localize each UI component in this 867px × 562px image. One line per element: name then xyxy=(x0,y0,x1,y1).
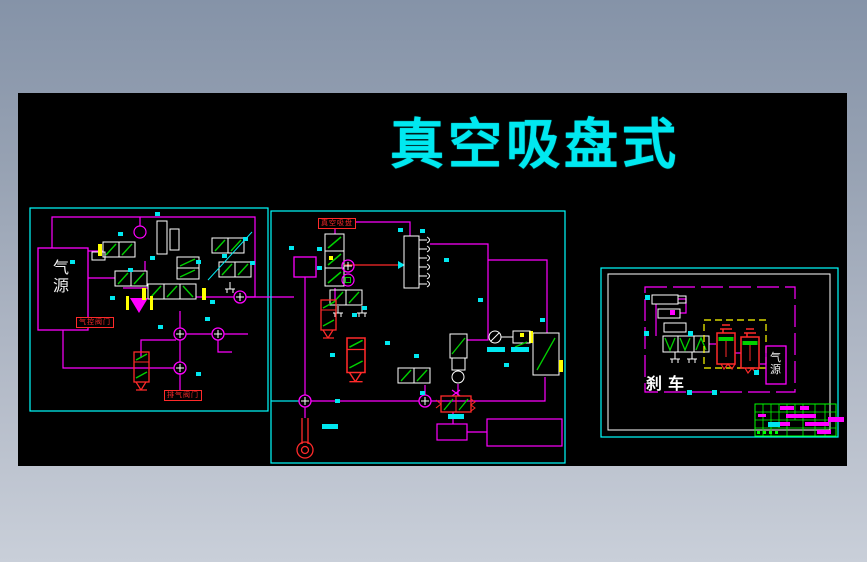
right-panel-border xyxy=(600,267,839,438)
valve-symbol xyxy=(147,283,197,300)
suction-cup xyxy=(418,236,430,244)
vacuum-generator-stack xyxy=(324,233,345,287)
lubricator-symbol xyxy=(130,298,148,313)
middle-circuit-panel xyxy=(270,210,566,464)
left-panel-border xyxy=(29,207,269,412)
suction-cup xyxy=(418,254,430,262)
junction-node xyxy=(173,361,187,375)
component-symbols-right xyxy=(651,294,787,385)
valve-symbol xyxy=(397,367,431,384)
vacuum-port-circle xyxy=(133,225,147,239)
red-control-valve xyxy=(435,395,476,413)
right-circuit-panel xyxy=(600,267,844,438)
component-box xyxy=(436,423,468,441)
junction-node xyxy=(233,290,247,304)
component-symbols-middle xyxy=(296,233,563,459)
component-symbols-left xyxy=(91,220,253,391)
brake-circuit-frame xyxy=(644,286,796,393)
suction-cup xyxy=(418,263,430,271)
suction-cup xyxy=(418,245,430,253)
muffler-symbol xyxy=(332,305,344,318)
port-marks-middle xyxy=(289,228,545,429)
drawing-title: 真空吸盘式 xyxy=(390,115,680,175)
brake-label: 刹车 xyxy=(646,376,691,393)
junction-node xyxy=(418,394,432,408)
air-source-label-left: 气源 xyxy=(52,260,69,295)
component-box xyxy=(486,418,563,447)
port-marks-right xyxy=(644,295,759,395)
junction-node xyxy=(211,327,225,341)
port-marks-left xyxy=(70,212,255,376)
cylinder-rod-symbol xyxy=(169,228,180,251)
spring-marks-left xyxy=(98,244,206,310)
valve-symbol xyxy=(102,241,136,258)
pipe-network-left xyxy=(51,216,294,391)
red-component-label: 真空吸盘 xyxy=(318,218,356,229)
cylinder-symbol xyxy=(156,220,168,255)
pressure-gauge xyxy=(488,330,531,348)
red-component-label: 排气阀门 xyxy=(164,390,202,401)
brake-valve xyxy=(662,335,710,364)
arrow-head xyxy=(398,261,405,269)
vacuum-manifold xyxy=(403,235,420,289)
title-block-text-marks xyxy=(758,406,844,434)
suction-cup xyxy=(418,272,430,280)
pipe-network-right xyxy=(655,298,766,365)
filter-regulator-column xyxy=(449,333,468,397)
red-component-label: 气控阀门 xyxy=(76,317,114,328)
junction-node xyxy=(173,327,187,341)
left-circuit-panel xyxy=(29,207,294,412)
junction-node xyxy=(298,394,312,408)
muffler-symbol xyxy=(224,281,236,294)
pipe-network-middle xyxy=(304,221,548,433)
brake-cylinder xyxy=(716,324,736,370)
vacuum-gauge xyxy=(296,418,314,459)
valve-symbol xyxy=(218,261,252,278)
air-source-label-right: 气源 xyxy=(770,352,781,377)
filter-unit-right xyxy=(529,331,563,376)
suction-cup xyxy=(418,280,430,288)
middle-panel-border xyxy=(270,210,566,464)
right-panel-inner-border xyxy=(607,273,831,431)
valve-symbol xyxy=(114,270,148,287)
air-source-box-right xyxy=(765,345,787,385)
title-block-table xyxy=(754,403,844,437)
brake-cylinder xyxy=(740,328,760,374)
red-filter-unit xyxy=(133,351,150,391)
red-filter-unit xyxy=(320,299,337,339)
reservoir-box xyxy=(293,256,317,278)
cad-drawing-canvas[interactable] xyxy=(18,93,847,466)
red-vacuum-pump xyxy=(346,337,366,383)
spring-mark xyxy=(329,256,333,260)
